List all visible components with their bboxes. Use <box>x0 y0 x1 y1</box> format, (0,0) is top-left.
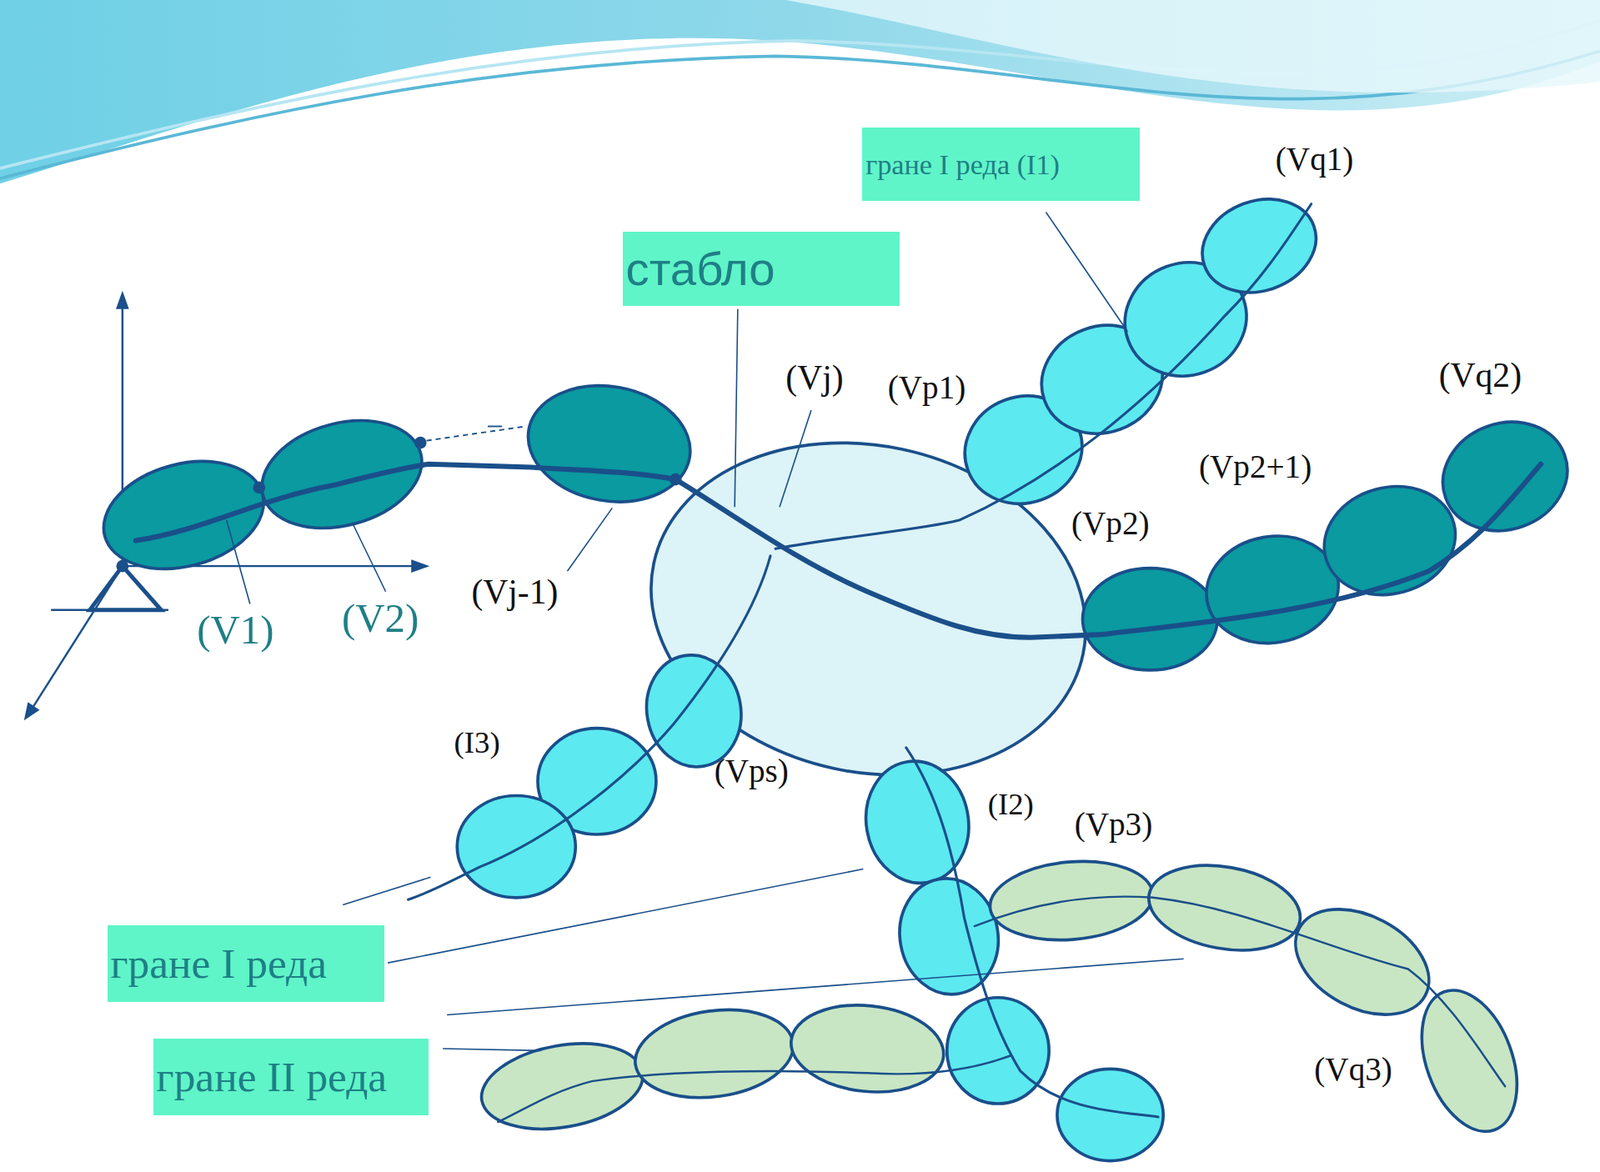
box-text: гране I реда <box>110 938 328 989</box>
box-text: гране II реда <box>156 1052 388 1102</box>
segment-label: (V1) <box>196 607 274 653</box>
segment-label: (Vp1) <box>887 369 967 406</box>
label-box: гране II реда <box>153 1038 429 1116</box>
segment-label: (Vp3) <box>1074 806 1154 843</box>
segment-label: (Vp2+1) <box>1198 448 1312 485</box>
segment-label: (Vps) <box>714 752 789 789</box>
segment-label: (Vj-1) <box>471 573 558 612</box>
segment-label: (V2) <box>341 596 419 642</box>
box-text: стабло <box>626 241 776 296</box>
segment-label: (Vq1) <box>1275 140 1355 177</box>
label-box: гране I реда <box>107 925 386 1003</box>
box-text: гране I реда (I1) <box>865 148 1060 181</box>
segment-label: (Vj) <box>785 359 843 398</box>
segment-label: (Vq2) <box>1439 356 1522 396</box>
segment-label: (I3) <box>454 726 501 760</box>
label-box: стабло <box>622 231 901 306</box>
segment-label: (I2) <box>988 787 1034 822</box>
segment-label: (Vq3) <box>1314 1051 1393 1088</box>
label-box: гране I реда (I1) <box>862 127 1140 201</box>
segment-label: (Vp2) <box>1071 505 1150 542</box>
